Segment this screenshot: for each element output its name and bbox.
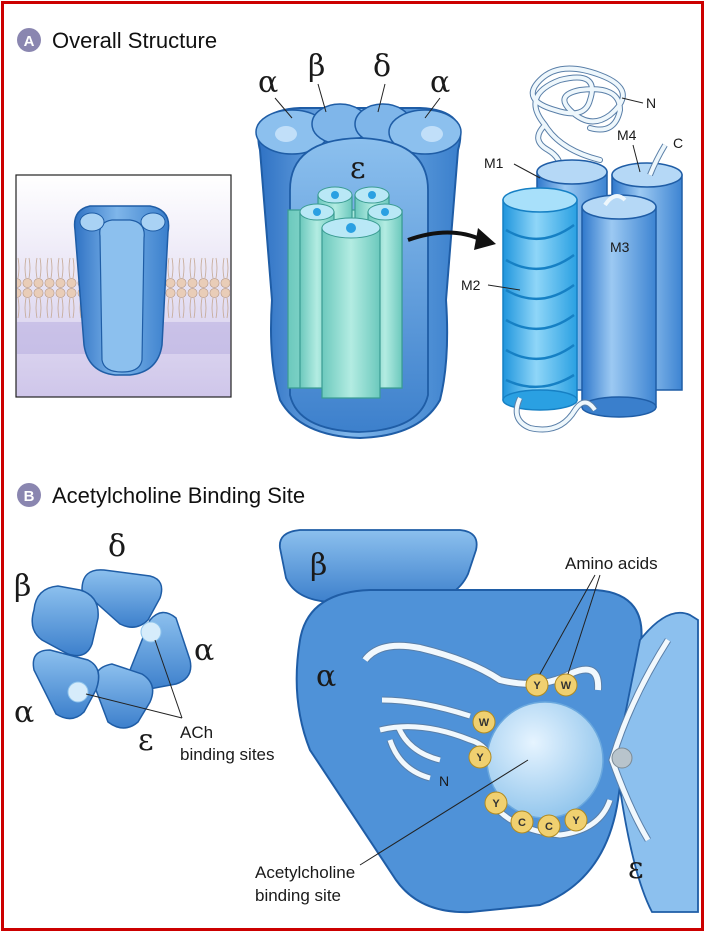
transmembrane-helix-bundle	[287, 186, 403, 399]
label-m1: M1	[484, 155, 504, 171]
n-terminus-label-b: N	[439, 773, 449, 789]
label-m4: M4	[617, 127, 637, 143]
residue-y3: Y	[484, 791, 508, 815]
binding-site-detail: β α ε Y W W Y Y C C Y Amino acids N Acet…	[255, 529, 699, 914]
inset-receptor	[73, 205, 170, 376]
amino-acids-label: Amino acids	[565, 554, 658, 573]
residue-w1: W	[554, 673, 578, 697]
label-alpha-right: α	[430, 65, 450, 100]
binding-site-label-line1: Acetylcholine	[255, 863, 355, 882]
residue-c2: C	[537, 814, 561, 838]
panel-b-title: Acetylcholine Binding Site	[52, 483, 305, 508]
label-c-terminus: C	[673, 135, 683, 151]
ring-subunit-alpha-left	[32, 649, 100, 720]
binding-site-label-line2: binding site	[255, 886, 341, 905]
ring-subunit-beta	[31, 585, 99, 657]
residue-y4: Y	[564, 808, 588, 832]
ach-sites-label-line1: ACh	[180, 723, 213, 742]
residue-c1: C	[510, 810, 534, 834]
ring-subunit-delta	[81, 569, 163, 628]
helix-m3	[581, 206, 657, 408]
panel-a-badge-letter: A	[24, 33, 35, 50]
zoom-arrowhead	[474, 228, 496, 250]
svg-text:C: C	[518, 817, 526, 829]
ach-site-right	[140, 621, 162, 643]
ach-sites-label-line2: binding sites	[180, 745, 275, 764]
svg-text:C: C	[545, 821, 553, 833]
svg-text:W: W	[561, 680, 572, 692]
panel-b-badge-letter: B	[24, 488, 35, 505]
svg-text:Y: Y	[476, 752, 484, 764]
svg-text:Y: Y	[572, 815, 580, 827]
residue-w2: W	[472, 710, 496, 734]
membrane-inset	[15, 174, 232, 398]
panel-a-header: A Overall Structure	[17, 28, 217, 53]
label-beta: β	[308, 49, 325, 84]
detail-label-epsilon: ε	[628, 851, 644, 886]
zoom-arrow	[407, 230, 483, 242]
label-m3: M3	[610, 239, 630, 255]
residue-y1: Y	[525, 673, 549, 697]
label-m2: M2	[461, 277, 481, 293]
ring-label-beta: β	[14, 569, 31, 604]
detail-subunit-beta	[278, 529, 478, 603]
panel-b-badge	[17, 483, 41, 507]
receptor-large: α β δ α ε	[255, 49, 462, 440]
residue-y2: Y	[468, 745, 492, 769]
detail-label-alpha: α	[316, 659, 336, 694]
ring-label-delta: δ	[108, 529, 126, 564]
svg-text:Y: Y	[533, 680, 541, 692]
svg-text:W: W	[479, 717, 490, 729]
loop-m3-m4	[603, 194, 627, 207]
grey-sphere	[611, 747, 633, 769]
panel-a-badge	[17, 28, 41, 52]
ring-label-alpha-left: α	[14, 695, 34, 730]
detail-subunit-epsilon	[615, 611, 699, 913]
label-epsilon: ε	[350, 151, 366, 186]
panel-a-title: Overall Structure	[52, 28, 217, 53]
panel-b-header: B Acetylcholine Binding Site	[17, 483, 305, 508]
ach-site-left	[67, 681, 89, 703]
ring-label-epsilon: ε	[138, 723, 154, 758]
pentamer-ring: δ β α α ε ACh binding sites	[14, 529, 275, 764]
detail-label-beta: β	[310, 548, 327, 583]
label-n-terminus: N	[646, 95, 656, 111]
helix-detail: N M1 M4 C M3 M2	[461, 65, 683, 433]
ring-label-alpha-right: α	[194, 633, 214, 668]
svg-text:Y: Y	[492, 798, 500, 810]
label-delta: δ	[373, 49, 391, 84]
label-alpha-left: α	[258, 65, 278, 100]
